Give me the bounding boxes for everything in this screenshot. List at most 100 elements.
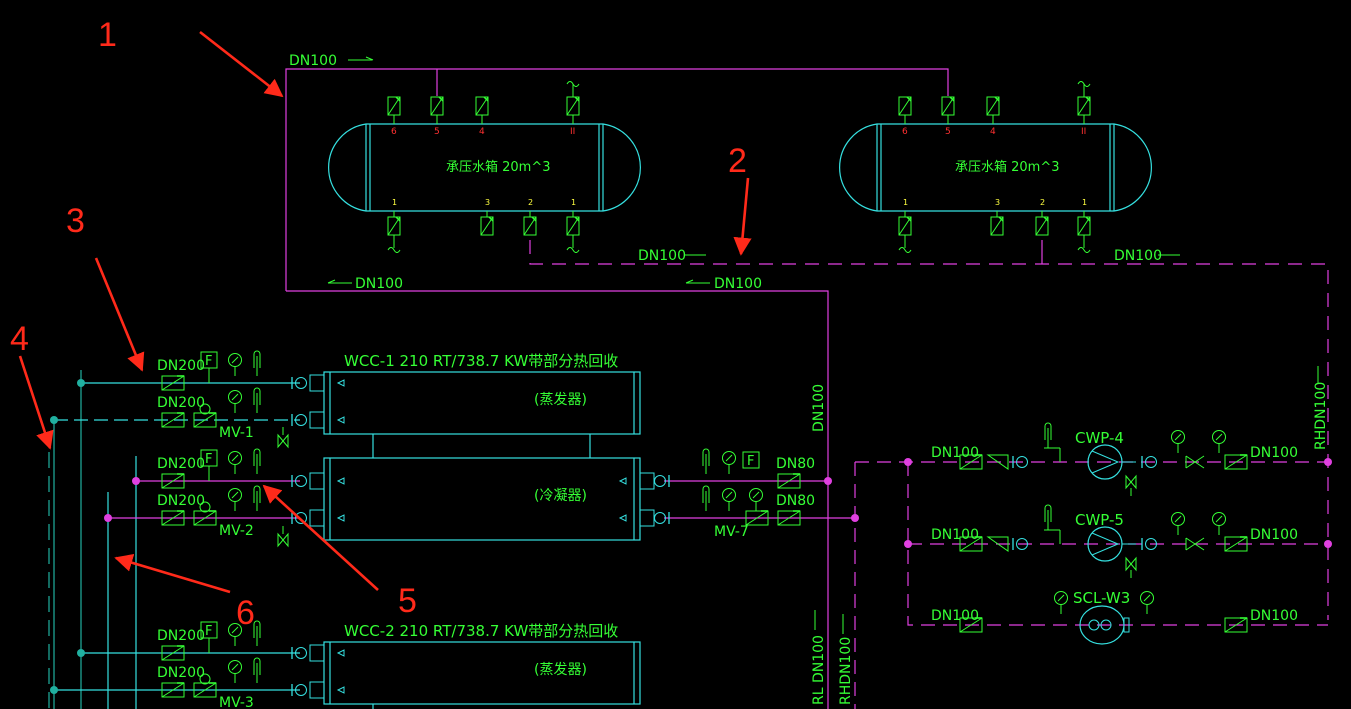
- pipe-size-label: DN80: [776, 456, 815, 472]
- actuator-icon: [199, 403, 211, 415]
- flow-meter-label: F: [205, 624, 212, 639]
- pressure-gauge-icon: [1140, 591, 1154, 615]
- tank-1-top-port-label: 6: [391, 127, 397, 137]
- callout-6: 6: [236, 594, 255, 632]
- flow-meter-label: F: [205, 354, 212, 369]
- flow-meter-label: F: [747, 454, 754, 469]
- tank-2-top-valve: [898, 96, 912, 116]
- pressure-gauge-icon: [228, 488, 242, 512]
- pressure-gauge-icon: [749, 488, 763, 512]
- dashed-mid-label: DN100: [638, 248, 706, 264]
- check-valve-icon: [986, 454, 1009, 470]
- chiller-2-title: WCC-2 210 RT/738.7 KW带部分热回收: [344, 622, 618, 640]
- return-mid-label: DN100: [685, 276, 762, 292]
- thermometer-icon: [702, 448, 710, 475]
- callouts: [18, 30, 752, 594]
- pipe-size-label: DN100: [931, 527, 979, 543]
- drain-symbol: [387, 247, 401, 253]
- pipe-size-label: DN100: [931, 608, 979, 624]
- tank-1-top-valve: [566, 96, 580, 116]
- chiller-2-evaporator-label: (蒸发器): [534, 662, 587, 678]
- chiller-1-condenser-label: (冷凝器): [534, 488, 587, 504]
- nozzle-flange: [309, 472, 325, 490]
- pipe-size-label: DN200: [157, 493, 205, 509]
- thermometer-icon: [253, 657, 261, 684]
- motorized-valve-label: MV-2: [219, 523, 254, 539]
- condenser-outlet-piping: [664, 461, 1328, 709]
- tank-1-bottom-port-label: 1: [571, 198, 576, 207]
- drain-symbol: [1077, 247, 1091, 253]
- pipe-size-label: DN80: [776, 493, 815, 509]
- callout-3: 3: [66, 202, 85, 240]
- pump-name-label: CWP-4: [1075, 429, 1124, 447]
- pressure-gauge-icon: [228, 390, 242, 414]
- tank-2-bottom-valve: [898, 216, 912, 236]
- thermometer-icon: [1044, 422, 1052, 449]
- tank-2-bottom-valve: [990, 216, 1004, 236]
- strainer-icon: [1185, 455, 1205, 469]
- svg-text:DN100: DN100: [289, 53, 337, 69]
- tank-2-top-port-label: 4: [990, 127, 996, 137]
- flow-meter-label: F: [205, 452, 212, 467]
- pressure-gauge-icon: [1212, 430, 1226, 454]
- pipe-size-label: DN100: [931, 445, 979, 461]
- callout-4: 4: [10, 320, 29, 358]
- flow-arrow-icon: [336, 649, 345, 657]
- pipe-size-label: DN200: [157, 358, 205, 374]
- nozzle-flange: [309, 374, 325, 392]
- rh-riser-label: RHDN100: [1313, 382, 1329, 450]
- thermometer-icon: [253, 387, 261, 414]
- pressure-gauge-icon: [722, 451, 736, 475]
- svg-text:DN100: DN100: [355, 276, 403, 292]
- chiller-1-title: WCC-1 210 RT/738.7 KW带部分热回收: [344, 352, 618, 370]
- thermometer-icon: [253, 350, 261, 377]
- rh-bottom-label: RHDN100: [838, 637, 854, 705]
- tank-1-top-valve: [430, 96, 444, 116]
- callout-5: 5: [398, 582, 417, 620]
- pipe-size-label: DN200: [157, 395, 205, 411]
- motorized-valve-label: MV-1: [219, 425, 254, 441]
- callout-2: 2: [728, 142, 747, 180]
- tank-2-top-port-label: 5: [945, 127, 951, 137]
- tank-1-top-port-label: II: [570, 127, 575, 137]
- tank-1-bottom-port-label: 3: [485, 198, 490, 207]
- tank-piping: [285, 68, 1329, 620]
- tank-1-bottom-valve: [480, 216, 494, 236]
- pipe-size-label: DN100: [1250, 608, 1298, 624]
- thermometer-icon: [253, 448, 261, 475]
- nozzle-flange: [309, 644, 325, 662]
- actuator-icon: [199, 501, 211, 513]
- pressure-gauge-icon: [1212, 512, 1226, 536]
- thermometer-icon: [1044, 504, 1052, 531]
- pipe-size-label: DN100: [1250, 445, 1298, 461]
- actuator-icon: [199, 673, 211, 685]
- pipe-size-label: DN200: [157, 628, 205, 644]
- pressure-gauge-icon: [1171, 512, 1185, 536]
- flow-arrow-icon: [618, 477, 627, 485]
- callout-1: 1: [98, 16, 117, 54]
- nozzle-flange: [639, 509, 655, 527]
- gate-valve: [1224, 454, 1248, 470]
- tank-2-top-valve: [1077, 96, 1091, 116]
- pipe-size-label: DN200: [157, 665, 205, 681]
- drain-symbol: [898, 247, 912, 253]
- tank-2-bottom-port-label: 1: [903, 198, 908, 207]
- pipe-size-label: DN200: [157, 456, 205, 472]
- pump-name-label: SCL-W3: [1073, 589, 1130, 607]
- tank-1-top-valve: [475, 96, 489, 116]
- svg-text:DN100: DN100: [638, 248, 686, 264]
- tank-1-bottom-valve: [566, 216, 580, 236]
- drain-valve-icon: [1125, 556, 1137, 572]
- check-valve-icon: [986, 536, 1009, 552]
- dashed-right-label: DN100: [1114, 248, 1180, 264]
- tank-2-label: 承压水箱 20m^3: [955, 159, 1060, 175]
- nozzle-flange: [309, 681, 325, 699]
- strainer-icon: [1185, 537, 1205, 551]
- flow-arrow-icon: [336, 477, 345, 485]
- drain-valve-icon: [1125, 474, 1137, 490]
- tank-1-top-port-label: 5: [434, 127, 440, 137]
- motorized-valve-label: MV-3: [219, 695, 254, 709]
- svg-text:DN100: DN100: [714, 276, 762, 292]
- chiller-1-evaporator: [323, 371, 641, 458]
- tank-2-top-port-label: II: [1081, 127, 1086, 137]
